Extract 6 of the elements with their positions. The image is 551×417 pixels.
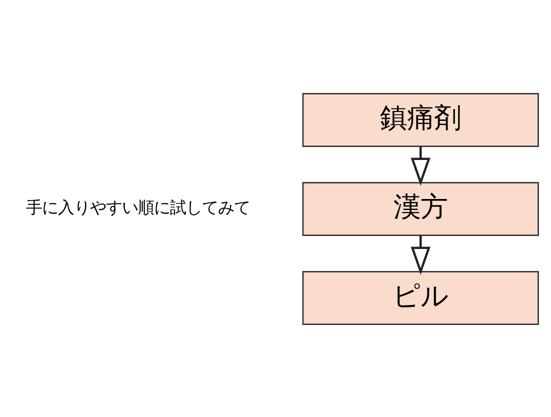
node-box: 鎮痛剤: [302, 92, 539, 146]
label: 手に入りやすい順に試してみて: [26, 197, 250, 216]
node-box: ピル: [302, 270, 539, 325]
arrow: [410, 234, 430, 274]
node-box: 漢方: [302, 181, 539, 236]
arrow: [410, 146, 430, 186]
